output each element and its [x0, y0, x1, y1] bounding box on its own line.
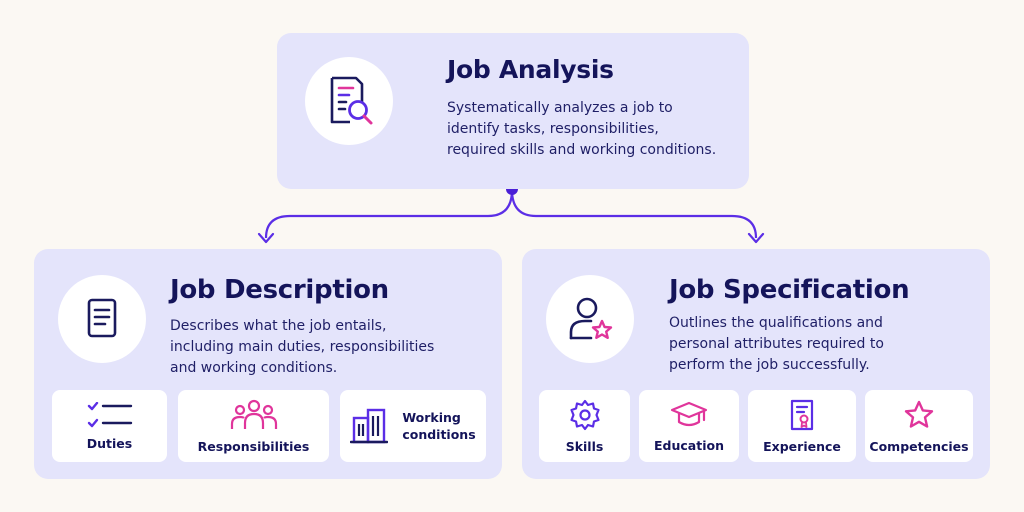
job-description-desc-line: and working conditions.	[170, 360, 338, 376]
job-specification-card: Job Specification Outlines the qualifica…	[522, 249, 990, 479]
tile-working-conditions-label: Working conditions	[402, 409, 475, 443]
document-icon	[87, 298, 117, 338]
job-description-icon-circle	[58, 275, 146, 363]
document-search-icon	[330, 76, 373, 125]
job-description-title: Job Description	[170, 275, 389, 305]
tile-working-conditions: Working conditions	[340, 390, 486, 462]
job-description-desc-line: including main duties, responsibilities	[170, 339, 435, 355]
graduation-cap-icon	[670, 401, 708, 426]
job-analysis-desc-line: identify tasks, responsibilities,	[447, 121, 659, 137]
job-specification-desc-line: personal attributes required to	[669, 336, 884, 352]
arrowhead-left	[257, 232, 275, 244]
job-specification-title: Job Specification	[669, 275, 910, 305]
gear-icon	[569, 399, 600, 430]
arrowhead-right	[747, 232, 765, 244]
tile-responsibilities-label: Responsibilities	[197, 438, 310, 454]
team-icon	[230, 399, 277, 429]
job-analysis-description: Systematically analyzes a job to identif…	[447, 98, 716, 161]
user-star-icon	[569, 297, 613, 340]
job-description-card: Job Description Describes what the job e…	[34, 249, 502, 479]
certificate-icon	[790, 399, 814, 430]
checklist-icon	[87, 401, 132, 427]
job-description-description: Describes what the job entails, includin…	[170, 316, 434, 379]
tile-duties: Duties	[52, 390, 167, 462]
job-analysis-desc-line: Systematically analyzes a job to	[447, 100, 673, 116]
tile-education: Education	[639, 390, 739, 462]
job-analysis-desc-line: required skills and working conditions.	[447, 142, 717, 158]
star-icon	[904, 400, 934, 428]
tile-experience: Experience	[748, 390, 856, 462]
job-specification-desc-line: perform the job successfully.	[669, 357, 870, 373]
tile-education-label: Education	[654, 437, 724, 453]
connector-left-path	[264, 189, 514, 239]
connector-right-path	[510, 189, 758, 239]
job-specification-icon-circle	[546, 275, 634, 363]
job-analysis-title: Job Analysis	[447, 55, 614, 84]
job-specification-description: Outlines the qualifications and personal…	[669, 313, 884, 376]
job-analysis-card: Job Analysis Systematically analyzes a j…	[277, 33, 749, 189]
office-building-icon	[350, 408, 389, 444]
job-description-desc-line: Describes what the job entails,	[170, 318, 387, 334]
tile-skills: Skills	[539, 390, 630, 462]
job-analysis-icon-circle	[305, 57, 393, 145]
tile-competencies-label: Competencies	[869, 438, 969, 454]
tile-competencies: Competencies	[865, 390, 973, 462]
job-specification-desc-line: Outlines the qualifications and	[669, 315, 883, 331]
tile-duties-label: Duties	[86, 435, 133, 451]
tile-responsibilities: Responsibilities	[178, 390, 329, 462]
tile-skills-label: Skills	[565, 438, 604, 454]
tile-experience-label: Experience	[763, 438, 841, 454]
tile-working-conditions-label-line: conditions	[402, 427, 476, 442]
tile-working-conditions-label-line: Working	[402, 410, 461, 425]
